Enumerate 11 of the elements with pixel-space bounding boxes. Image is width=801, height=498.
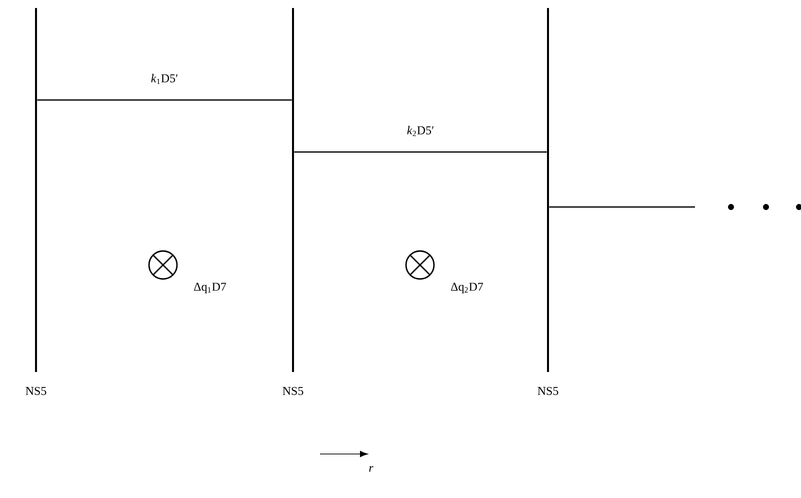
brane-label: NS5 bbox=[26, 386, 46, 395]
brane-label: Δq$_{2}$D7 bbox=[451, 282, 484, 294]
brane-line bbox=[294, 151, 547, 153]
axis-label: r bbox=[369, 466, 374, 472]
edge-label: k$_{2}$D5′ bbox=[407, 126, 434, 136]
brane-line bbox=[549, 206, 695, 208]
brane-label: NS5 bbox=[282, 386, 304, 395]
brane-label: NS5 bbox=[538, 386, 558, 395]
brane-label: Δq$_{1}$D7 bbox=[194, 282, 226, 294]
brane-line bbox=[37, 99, 292, 101]
edge-label: k$_{1}$D5′ bbox=[151, 74, 178, 84]
